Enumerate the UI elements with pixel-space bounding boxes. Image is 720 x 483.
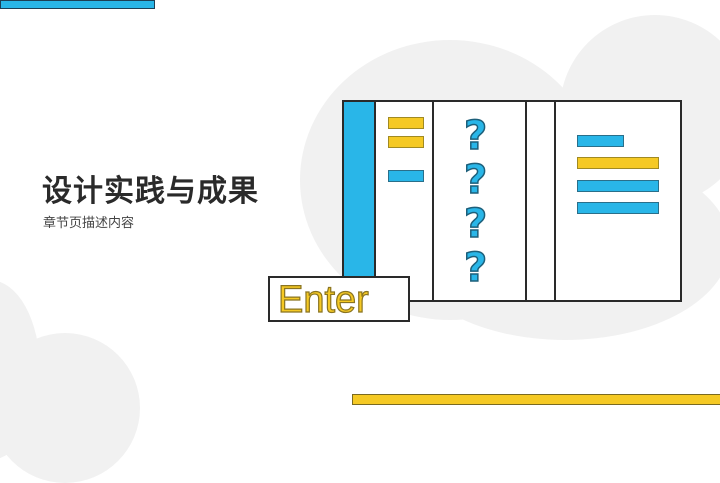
text-line-icon — [577, 157, 659, 169]
column-divider — [525, 102, 527, 300]
page-subtitle: 章节页描述内容 — [43, 216, 135, 231]
text-line-icon — [577, 180, 659, 192]
text-line-icon — [577, 135, 624, 147]
page-title: 设计实践与成果 — [42, 174, 259, 209]
text-line-icon — [388, 170, 424, 182]
background-cloud-left-2 — [0, 333, 140, 483]
bottom-accent-bar — [352, 394, 720, 405]
text-line-icon — [577, 202, 659, 214]
question-mark-icon: ? — [463, 245, 488, 291]
top-accent-bar — [0, 0, 155, 9]
column-divider — [554, 102, 556, 300]
book-illustration: ? ? ? ? — [342, 100, 682, 302]
book-spine — [344, 102, 376, 300]
question-mark-icon: ? — [463, 201, 488, 247]
enter-key-button[interactable]: Enter — [268, 276, 410, 322]
enter-label: Enter — [277, 278, 369, 321]
question-mark-icon: ? — [463, 157, 488, 203]
text-line-icon — [388, 117, 424, 129]
question-mark-icon: ? — [463, 113, 488, 159]
text-line-icon — [388, 136, 424, 148]
column-divider — [432, 102, 434, 300]
